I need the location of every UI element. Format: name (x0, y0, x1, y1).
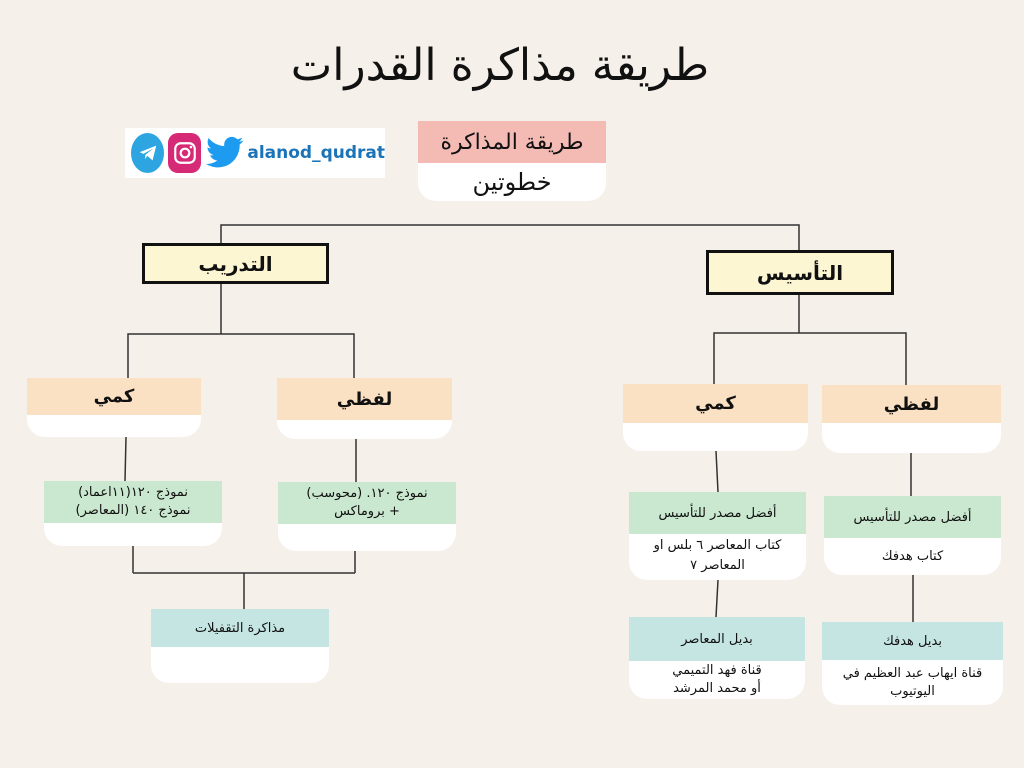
training-verbal-notes: نموذج ١٢٠. (محوسب) + بروماكس (278, 482, 456, 551)
instagram-icon[interactable] (168, 133, 202, 173)
page-title: طريقة مذاكرة القدرات (290, 40, 710, 91)
training-quant-card: كمي (27, 378, 201, 437)
foundation-quant-best-label: أفضل مصدر للتأسيس (629, 492, 806, 534)
social-banner: alanod_qudrat (125, 128, 385, 178)
foundation-box: التأسيس (706, 250, 894, 295)
telegram-icon[interactable] (131, 133, 165, 173)
training-box: التدريب (142, 243, 329, 284)
foundation-verbal-alt-label: بديل هدفك (822, 622, 1003, 660)
training-verbal-card: لفظي (277, 378, 452, 439)
foundation-verbal-alt-value-2: اليوتيوب (890, 683, 935, 699)
foundation-verbal-card: لفظي (822, 385, 1001, 453)
foundation-verbal-best-label: أفضل مصدر للتأسيس (824, 496, 1001, 538)
training-review-card: مذاكرة التقفيلات (151, 609, 329, 683)
foundation-quant-best-value: كتاب المعاصر ٦ بلس او المعاصر ٧ (653, 538, 782, 573)
foundation-quant-alt-value-2: أو محمد المرشد (673, 681, 761, 696)
training-quant-label: كمي (27, 378, 201, 415)
training-quant-note-2: نموذج ١٤٠ (المعاصر) (75, 503, 191, 518)
method-label: طريقة المذاكرة (418, 121, 606, 163)
foundation-verbal-label: لفظي (822, 385, 1001, 423)
foundation-quant-alt-value-1: قناة فهد التميمي (672, 663, 762, 678)
training-review-label: مذاكرة التقفيلات (151, 609, 329, 647)
training-verbal-note-2: + بروماكس (334, 504, 400, 519)
social-handle[interactable]: alanod_qudrat (247, 143, 385, 163)
training-verbal-label: لفظي (277, 378, 452, 420)
method-value: خطوتين (472, 168, 552, 196)
foundation-quant-card: كمي (623, 384, 808, 451)
foundation-verbal-alt-card: بديل هدفك قناة ايهاب عبد العظيم في اليوت… (822, 622, 1003, 705)
training-quant-note-1: نموذج ١٢٠(١١اعماد) (78, 485, 188, 500)
foundation-verbal-alt-value-1: قناة ايهاب عبد العظيم في (842, 665, 983, 681)
foundation-quant-label: كمي (623, 384, 808, 423)
training-quant-notes: نموذج ١٢٠(١١اعماد) نموذج ١٤٠ (المعاصر) (44, 481, 222, 546)
twitter-icon[interactable] (205, 136, 245, 170)
foundation-verbal-best-value: كتاب هدفك (881, 548, 944, 564)
foundation-verbal-best-card: أفضل مصدر للتأسيس كتاب هدفك (824, 496, 1001, 575)
method-card: طريقة المذاكرة خطوتين (418, 121, 606, 201)
foundation-quant-best-card: أفضل مصدر للتأسيس كتاب المعاصر ٦ بلس او … (629, 492, 806, 580)
training-verbal-note-1: نموذج ١٢٠. (محوسب) (306, 486, 428, 501)
foundation-quant-alt-card: بديل المعاصر قناة فهد التميمي أو محمد ال… (629, 617, 805, 699)
foundation-quant-alt-label: بديل المعاصر (629, 617, 805, 661)
